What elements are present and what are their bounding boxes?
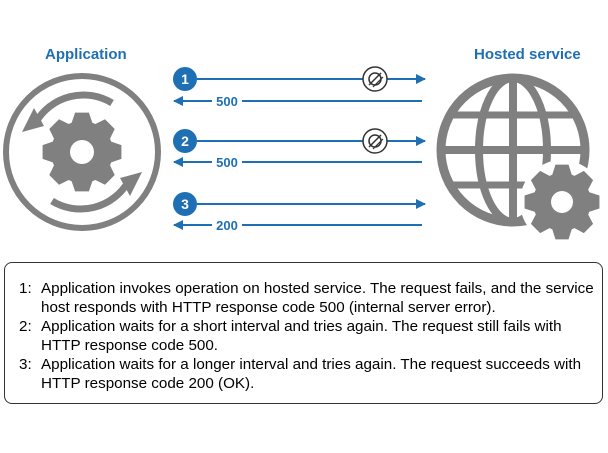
- note-text-3: Application waits for a longer interval …: [41, 356, 582, 392]
- application-icon: [3, 73, 161, 231]
- response-code-bg-2: [212, 154, 242, 170]
- hosted-service-icon: [436, 73, 604, 244]
- no-entry-icon: [362, 66, 388, 92]
- note-1: 1: Application invokes operation on host…: [19, 279, 594, 317]
- note-text-1: Application invokes operation on hosted …: [41, 280, 594, 316]
- application-label: Application: [45, 46, 127, 63]
- response-code-bg-3: [212, 217, 242, 233]
- explanation-box: 1: Application invokes operation on host…: [4, 262, 603, 404]
- note-3: 3: Application waits for a longer interv…: [19, 355, 594, 393]
- note-number-3: 3:: [19, 356, 32, 373]
- response-code-bg-1: [212, 93, 242, 109]
- note-text-2: Application waits for a short interval a…: [41, 318, 562, 354]
- no-entry-icon: [362, 128, 388, 154]
- step-2: 2 500: [173, 128, 426, 170]
- note-number-1: 1:: [19, 280, 32, 297]
- gear-hole: [70, 140, 94, 164]
- response-code-3: 200: [216, 218, 238, 233]
- step-badge-1: [173, 67, 197, 91]
- note-number-2: 2:: [19, 318, 32, 335]
- note-2: 2: Application waits for a short interva…: [19, 317, 594, 355]
- step-badge-2: [173, 129, 197, 153]
- response-code-1: 500: [216, 94, 238, 109]
- step-number-2: 2: [181, 133, 189, 149]
- step-number-3: 3: [181, 196, 189, 212]
- response-code-2: 500: [216, 155, 238, 170]
- retry-diagram: 1 500 2 500 3 200: [3, 66, 604, 244]
- gear-hole: [551, 191, 573, 213]
- step-badge-3: [173, 192, 197, 216]
- hosted-service-label: Hosted service: [474, 46, 581, 63]
- step-3: 3 200: [173, 192, 426, 233]
- step-1: 1 500: [173, 66, 426, 109]
- step-number-1: 1: [181, 71, 189, 87]
